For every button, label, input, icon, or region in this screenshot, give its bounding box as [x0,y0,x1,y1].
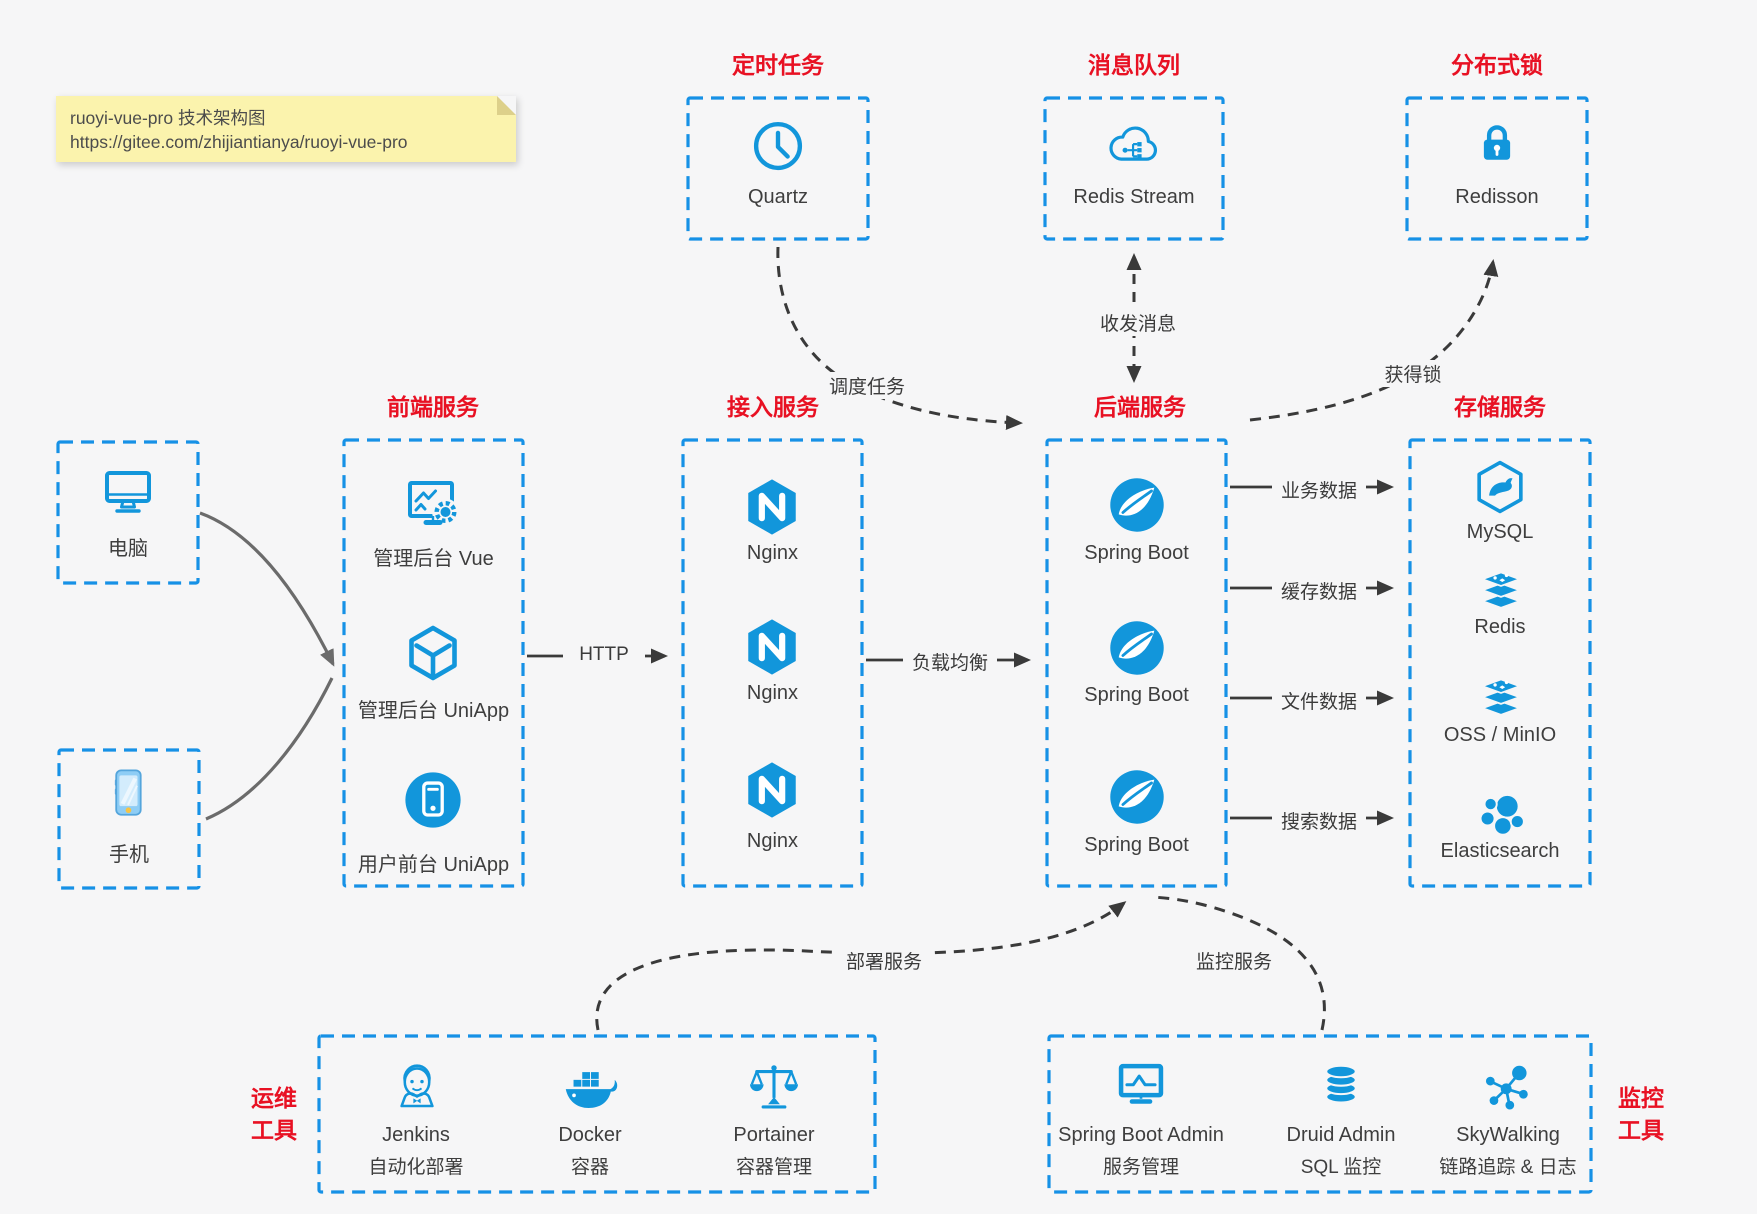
edge-computer-to-frontend [199,511,335,667]
admin-vue-label: 管理后台 Vue [373,548,494,570]
note-url: https://gitee.com/zhijiantianya/ruoyi-vu… [70,132,408,152]
gateway-group-title: 接入服务 [727,394,819,420]
storage-group-title: 存储服务 [1454,394,1546,420]
deploy-service-edge-label: 部署服务 [837,947,931,974]
send-receive-message-edge-label: 收发消息 [1091,309,1185,336]
druid-admin-sub-label: SQL 监控 [1300,1157,1382,1178]
http-edge-label: HTTP [563,644,645,666]
druid-admin-label: Druid Admin [1286,1124,1396,1146]
elastic-cluster-icon [1479,793,1525,836]
phone-label: 手机 [109,844,149,866]
nginx-hexagon-icon [748,762,796,818]
edge-phone-to-frontend [205,677,334,821]
scheduler-group-title: 定时任务 [732,52,824,78]
storage-box [1408,438,1592,888]
smartphone-icon [114,769,142,816]
mobile-app-circle-icon [405,772,461,828]
sticky-note: ruoyi-vue-pro 技术架构图 https://gitee.com/zh… [56,96,516,162]
skywalking-label: SkyWalking [1456,1124,1560,1146]
edge-acquire-lock [1249,259,1499,422]
spring-leaf-icon [1110,770,1164,824]
spring-boot-label-2: Spring Boot [1084,684,1189,706]
nginx-label-3: Nginx [746,830,799,852]
ops-box [317,1034,877,1194]
jenkins-butler-icon [400,1064,434,1108]
oss-minio-label: OSS / MinIO [1443,724,1557,746]
backend-box [1045,438,1228,888]
uniapp-cube-icon [409,625,457,681]
frontend-box [342,438,525,888]
cloud-network-icon [1109,126,1158,161]
monitoring-box [1047,1034,1593,1194]
acquire-lock-edge-label: 获得锁 [1375,360,1451,387]
spring-leaf-icon [1110,621,1164,675]
mysql-label: MySQL [1466,521,1534,543]
backend-group-title: 后端服务 [1094,394,1186,420]
file-data-edge-label: 文件数据 [1272,687,1366,714]
search-data-edge-label: 搜索数据 [1272,807,1366,834]
gateway-box [681,438,864,888]
business-data-edge-label: 业务数据 [1272,476,1366,503]
docker-label: Docker [558,1124,622,1146]
phone-box [57,748,201,890]
skywalking-sub-label: 链路追踪 & 日志 [1439,1157,1577,1178]
jenkins-label: Jenkins [382,1124,450,1146]
portainer-sub-label: 容器管理 [735,1157,812,1178]
docker-sub-label: 容器 [570,1157,609,1178]
edge-deploy-service [595,901,1127,1031]
portainer-scales-icon [749,1065,799,1109]
spring-boot-label-3: Spring Boot [1084,834,1189,856]
spring-leaf-icon [1110,478,1164,532]
padlock-icon [1483,125,1511,160]
admin-uniapp-label: 管理后台 UniApp [357,700,510,722]
redisson-label: Redisson [1455,186,1539,208]
topology-graph-icon [1485,1065,1528,1110]
database-cylinder-icon [1325,1064,1357,1104]
user-uniapp-label: 用户前台 UniApp [357,854,510,876]
jenkins-sub-label: 自动化部署 [368,1157,464,1178]
spring-boot-admin-label: Spring Boot Admin [1058,1124,1224,1146]
nginx-hexagon-icon [748,619,796,675]
admin-monitor-icon [1118,1063,1164,1104]
nginx-label-2: Nginx [746,682,799,704]
mq-group-title: 消息队列 [1088,52,1180,78]
mq-box [1043,96,1225,241]
computer-label: 电脑 [108,538,148,560]
quartz-label: Quartz [747,186,809,208]
monitor-service-edge-label: 监控服务 [1187,947,1281,974]
load-balance-edge-label: 负载均衡 [903,648,997,675]
ops-group-title: 运维工具 [251,1085,297,1143]
nginx-hexagon-icon [748,479,796,535]
lock-box [1405,96,1589,241]
portainer-label: Portainer [733,1124,815,1146]
elasticsearch-label: Elasticsearch [1440,840,1560,862]
cache-data-edge-label: 缓存数据 [1272,577,1366,604]
clock-icon [753,121,803,171]
docker-whale-icon [565,1072,618,1108]
scheduler-box [686,96,870,241]
desktop-monitor-icon [105,471,151,513]
redis-stack-icon [1481,571,1521,609]
lock-group-title: 分布式锁 [1451,52,1543,78]
spring-boot-label-1: Spring Boot [1084,542,1189,564]
computer-box [56,440,200,585]
monitoring-group-title: 监控工具 [1618,1085,1664,1143]
frontend-group-title: 前端服务 [387,394,479,420]
redis-label: Redis [1474,616,1526,638]
admin-dashboard-icon [408,481,459,526]
redis-stream-label: Redis Stream [1073,186,1195,208]
spring-boot-admin-sub-label: 服务管理 [1102,1157,1179,1178]
mysql-dolphin-hexagon-icon [1477,460,1523,514]
note-title: ruoyi-vue-pro 技术架构图 [70,108,266,128]
schedule-task-edge-label: 调度任务 [820,372,914,399]
nginx-label-1: Nginx [746,542,799,564]
storage-stack-icon [1481,678,1521,716]
